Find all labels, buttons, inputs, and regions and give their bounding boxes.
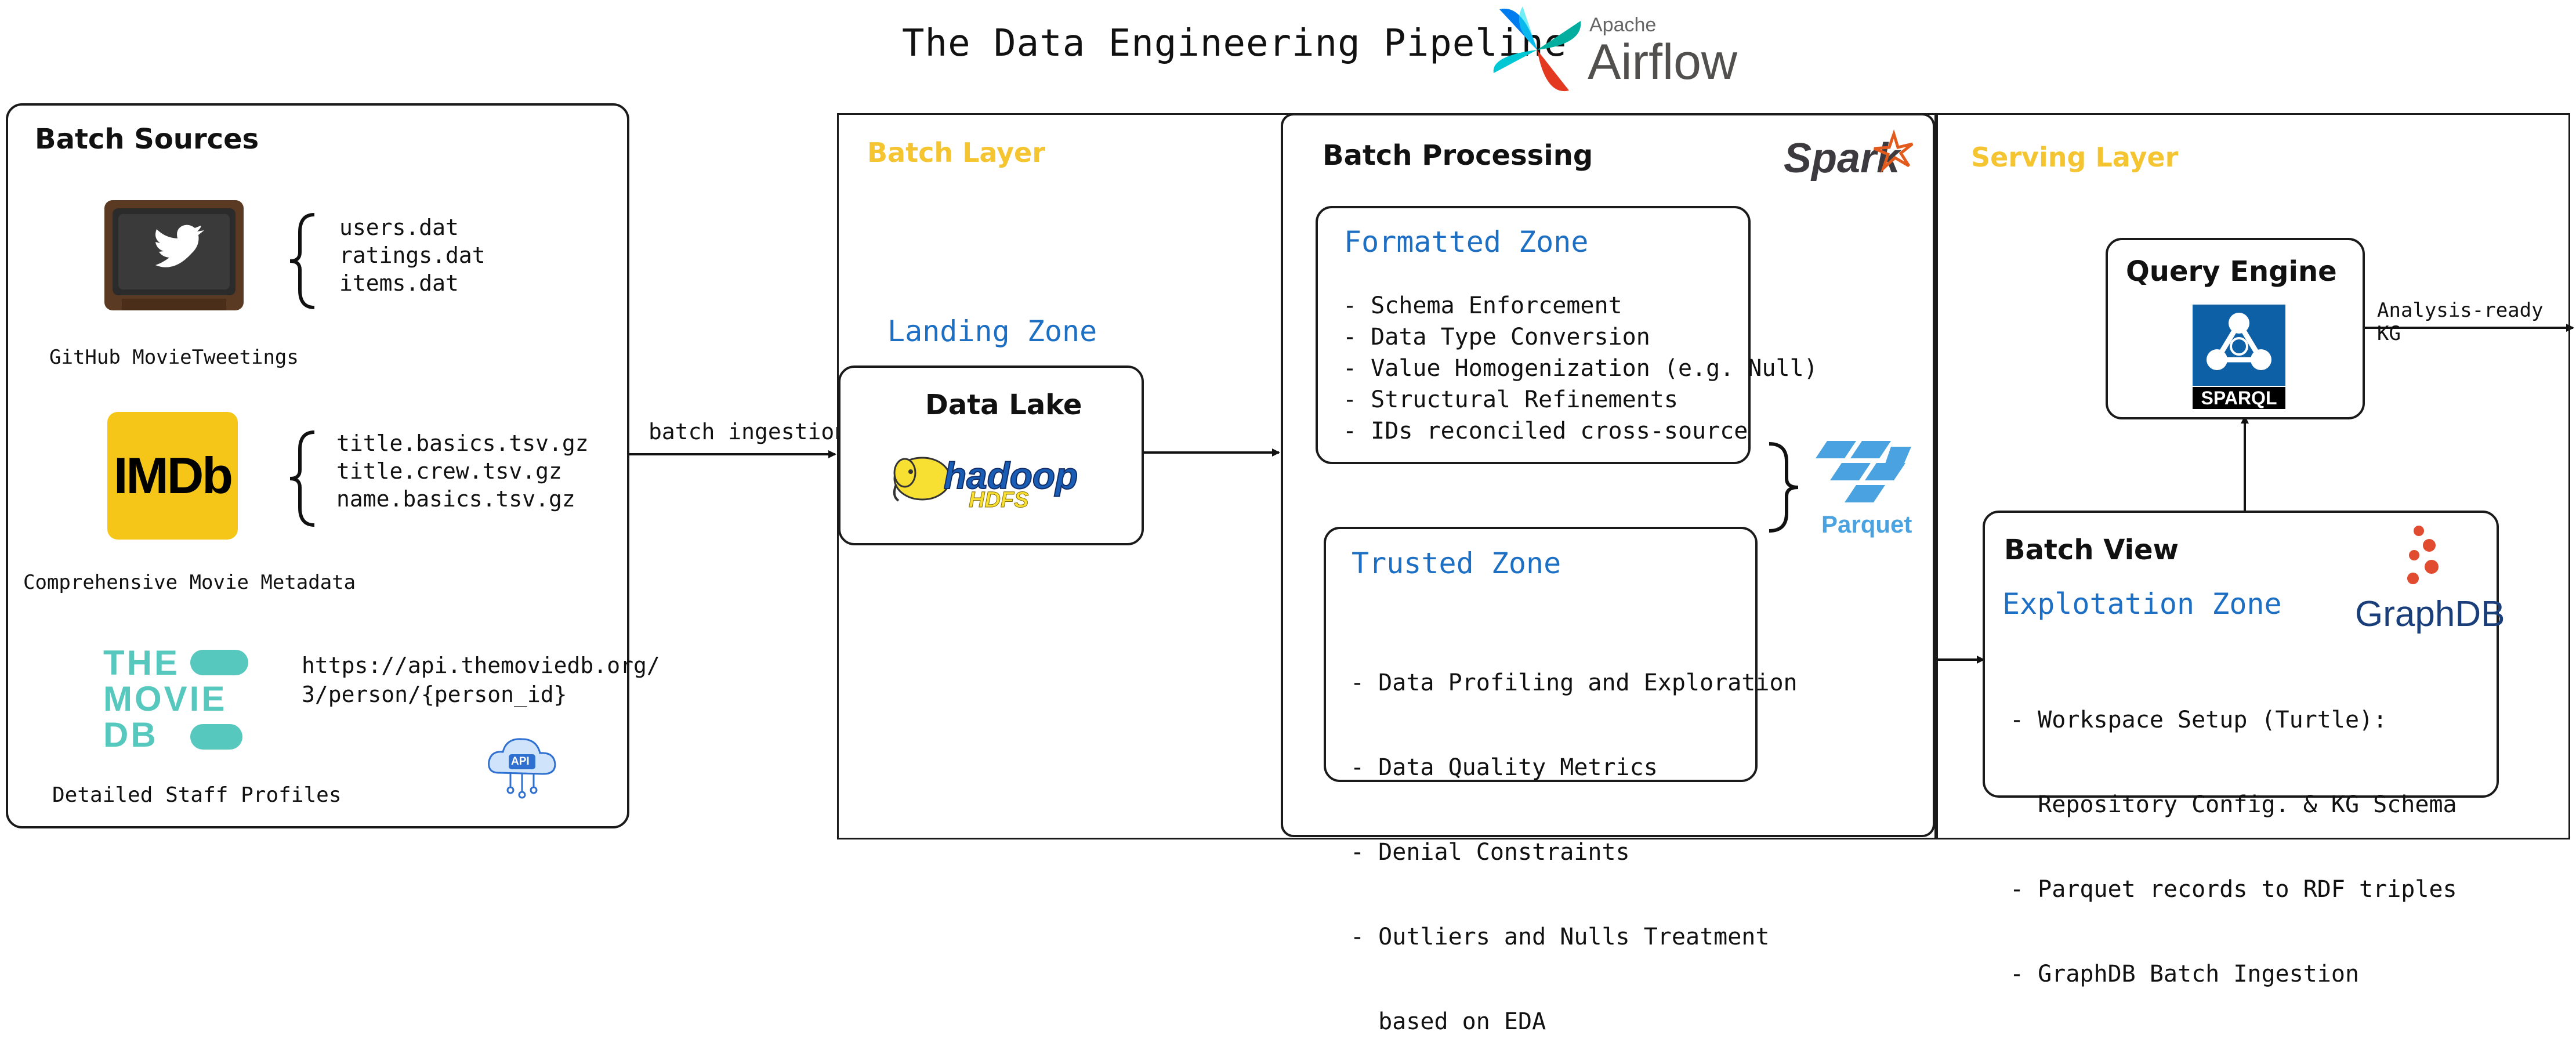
hadoop-label: hadoop <box>943 454 1078 497</box>
list-item: title.basics.tsv.gz <box>336 430 589 456</box>
tmdb-caption: Detailed Staff Profiles <box>52 783 342 807</box>
list-item: - Workspace Setup (Turtle): <box>2010 707 2387 733</box>
formatted-zone-title: Formatted Zone <box>1344 225 1589 259</box>
batch-ingestion-label: batch ingestion <box>648 419 848 444</box>
tmdb-logo-line: MOVIE <box>103 679 227 718</box>
airflow-pinwheel-icon <box>1493 6 1581 92</box>
imdb-logo: IMDb <box>107 412 238 540</box>
trusted-zone-list: - Data Profiling and Exploration - Data … <box>1350 614 1798 1064</box>
graphdb-logo: GraphDB <box>2355 525 2505 635</box>
explotation-zone-label: Explotation Zone <box>2002 587 2282 621</box>
batch-view-heading: Batch View <box>2004 534 2179 566</box>
list-item: name.basics.tsv.gz <box>336 486 575 512</box>
list-item: based on EDA <box>1350 1008 1546 1035</box>
spark-star-icon <box>1874 129 1914 173</box>
batch-view-list: - Workspace Setup (Turtle): Repository C… <box>2010 651 2457 1016</box>
parquet-label: Parquet <box>1821 511 1912 538</box>
graphdb-dots-icon <box>2407 526 2439 584</box>
list-item: - Data Type Conversion <box>1343 324 1650 350</box>
data-lake-title: Data Lake <box>925 389 1082 421</box>
airflow-label: Airflow <box>1588 34 1738 90</box>
parquet-tiles-icon <box>1816 441 1911 502</box>
api-cloud-icon: API <box>484 732 560 802</box>
hdfs-label: HDFS <box>968 488 1029 513</box>
batch-layer-heading: Batch Layer <box>867 137 1045 168</box>
landing-zone-label: Landing Zone <box>887 314 1097 348</box>
api-label: API <box>511 755 530 768</box>
airflow-apache-label: Apache <box>1589 14 1657 36</box>
tmdb-logo: THE MOVIE DB <box>103 645 254 755</box>
list-item: - Denial Constraints <box>1350 839 1630 866</box>
list-item: - Data Quality Metrics <box>1350 754 1658 781</box>
twitter-caption: GitHub MovieTweetings <box>49 346 299 369</box>
trusted-zone-box <box>1324 527 1758 782</box>
imdb-caption: Comprehensive Movie Metadata <box>23 571 356 594</box>
list-item: Repository Config. & KG Schema <box>2010 791 2457 818</box>
page-title: The Data Engineering Pipeline <box>902 22 1567 65</box>
twitter-files-list: users.dat ratings.dat items.dat <box>339 213 486 297</box>
list-item: items.dat <box>339 270 459 296</box>
sparql-label: SPARQL <box>2193 387 2285 409</box>
serving-layer-heading: Serving Layer <box>1971 142 2179 173</box>
list-item: - GraphDB Batch Ingestion <box>2010 961 2360 987</box>
data-lake-box <box>838 365 1144 545</box>
batch-sources-heading: Batch Sources <box>35 123 259 155</box>
list-item: - Outliers and Nulls Treatment <box>1350 924 1770 950</box>
batch-processing-heading: Batch Processing <box>1323 139 1593 172</box>
graphdb-label: GraphDB <box>2355 594 2505 634</box>
serving-layer-panel <box>1936 113 2570 839</box>
airflow-logo: Apache Airflow <box>1488 3 1737 96</box>
twitter-tv-icon <box>104 200 244 316</box>
list-item: - Structural Refinements <box>1343 386 1678 413</box>
list-item: - Value Homogenization (e.g. Null) <box>1343 355 1818 382</box>
trusted-zone-title: Trusted Zone <box>1352 547 1561 580</box>
parquet-brace-icon <box>1769 442 1799 533</box>
sparql-logo: SPARQL <box>2193 305 2288 409</box>
formatted-zone-list: - Schema Enforcement - Data Type Convers… <box>1343 290 1818 447</box>
list-item: - Data Profiling and Exploration <box>1350 669 1798 696</box>
tmdb-logo-line: THE <box>103 643 180 682</box>
tmdb-pill-icon <box>190 724 242 750</box>
formatted-zone-box <box>1316 206 1751 464</box>
sparql-graph-icon <box>2207 313 2271 370</box>
list-item: title.crew.tsv.gz <box>336 458 562 484</box>
parquet-logo: Parquet <box>1816 435 1920 545</box>
list-item: ratings.dat <box>339 243 486 268</box>
tmdb-endpoint: https://api.themoviedb.org/ 3/person/{pe… <box>302 651 660 709</box>
tmdb-pill-icon <box>190 650 248 675</box>
imdb-brace-icon <box>289 430 315 527</box>
query-output-label: Analysis-ready KG <box>2377 299 2544 345</box>
hadoop-elephant-icon <box>893 457 951 502</box>
spark-label: Spark <box>1784 135 1900 182</box>
list-item: - Parquet records to RDF triples <box>2010 876 2457 903</box>
list-item: - Schema Enforcement <box>1343 292 1622 319</box>
tmdb-logo-line: DB <box>103 715 158 754</box>
tmdb-endpoint-line: 3/person/{person_id} <box>302 682 567 707</box>
spark-logo: Spark <box>1784 129 1917 198</box>
hadoop-logo: hadoop HDFS <box>890 450 1093 519</box>
list-item: users.dat <box>339 215 459 240</box>
tmdb-endpoint-line: https://api.themoviedb.org/ <box>302 653 660 678</box>
imdb-files-list: title.basics.tsv.gz title.crew.tsv.gz na… <box>336 429 589 513</box>
query-engine-title: Query Engine <box>2126 255 2337 288</box>
twitter-brace-icon <box>289 213 315 309</box>
imdb-logo-text: IMDb <box>113 447 233 504</box>
list-item: - IDs reconciled cross-source <box>1343 418 1748 444</box>
